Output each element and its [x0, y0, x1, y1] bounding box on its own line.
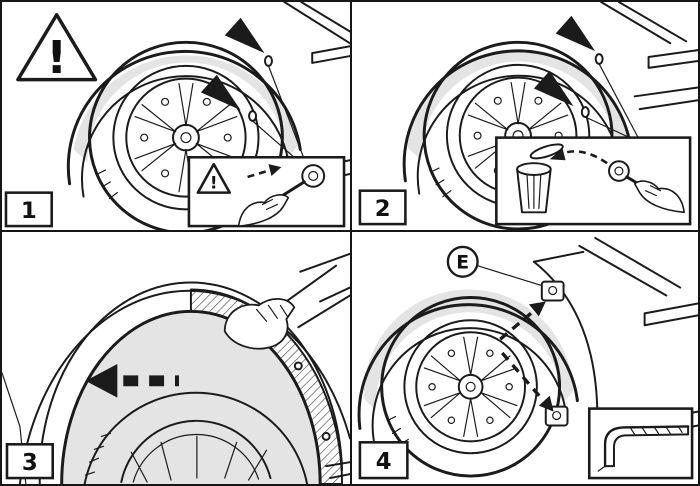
leader-lines [251, 65, 305, 160]
hand-icon [223, 264, 350, 350]
rivet-icon [280, 164, 326, 198]
solid-arrow-icon [533, 70, 574, 107]
warning-triangle-icon: ! [16, 13, 98, 84]
step-number-box: 2 [358, 189, 407, 226]
step-number: 4 [376, 449, 392, 475]
rivet-clip-top [594, 53, 604, 65]
step-number-box: 3 [5, 443, 55, 480]
panel-1-illustration: ! ! [4, 2, 350, 230]
wheel-illustration [88, 40, 284, 230]
panel-4-illustration: E 4 [357, 236, 698, 480]
hand-icon [633, 180, 685, 214]
solid-arrow-icon [224, 17, 265, 54]
dashed-arrow-icon [500, 351, 554, 412]
panel-2: 2 [352, 2, 698, 230]
wheel-illustration [83, 391, 309, 484]
exclamation-mark: ! [210, 173, 218, 193]
fender-shading [363, 289, 574, 411]
hand-icon [237, 194, 290, 227]
panel-3-illustration: 3 [2, 252, 350, 484]
rivet-clip-bottom [580, 106, 590, 118]
fender-shading [73, 55, 299, 163]
dashed-arrow-icon [549, 148, 608, 165]
solid-arrow-icon [555, 15, 596, 52]
exclamation-mark: ! [46, 31, 67, 84]
rivet-clip-bottom [248, 110, 258, 122]
dashed-arrow-icon [247, 164, 282, 179]
step-number-box: 1 [4, 191, 54, 228]
fender-arch [66, 49, 302, 198]
solid-arrow-icon [200, 74, 241, 111]
rivet-clip-top [263, 55, 273, 67]
panel-4: E 4 [352, 232, 698, 484]
panel-1: ! ! [2, 2, 350, 230]
arch-shading [61, 311, 321, 484]
dashed-arrow-icon [499, 301, 546, 341]
leader-lines [584, 63, 640, 140]
step-number-box: 4 [358, 441, 409, 480]
fender-arch [357, 303, 579, 442]
step-number: 2 [375, 196, 391, 222]
inset-box [495, 136, 692, 226]
part-label: E [456, 253, 469, 274]
car-body-lines [600, 2, 698, 111]
fender-shading [407, 49, 629, 161]
step-number: 1 [21, 198, 37, 224]
wheel-lug-holes [428, 349, 513, 425]
inset-box: ! [187, 155, 346, 228]
fender-arch [402, 49, 633, 195]
wheel-spokes [423, 336, 518, 437]
dashed-arrow-icon [85, 363, 179, 398]
step-number: 3 [22, 450, 38, 476]
panel-2-illustration: 2 [358, 2, 698, 230]
wheel-spokes [130, 435, 268, 483]
clip-icon [544, 405, 569, 427]
warning-triangle-icon: ! [196, 162, 231, 194]
part-label-badge: E [446, 245, 543, 287]
trash-can-icon [516, 143, 564, 214]
clip-icon [540, 280, 565, 302]
panel-3: 3 [2, 232, 350, 484]
inset-box [587, 407, 694, 480]
trim-end-profile-icon [597, 425, 690, 472]
